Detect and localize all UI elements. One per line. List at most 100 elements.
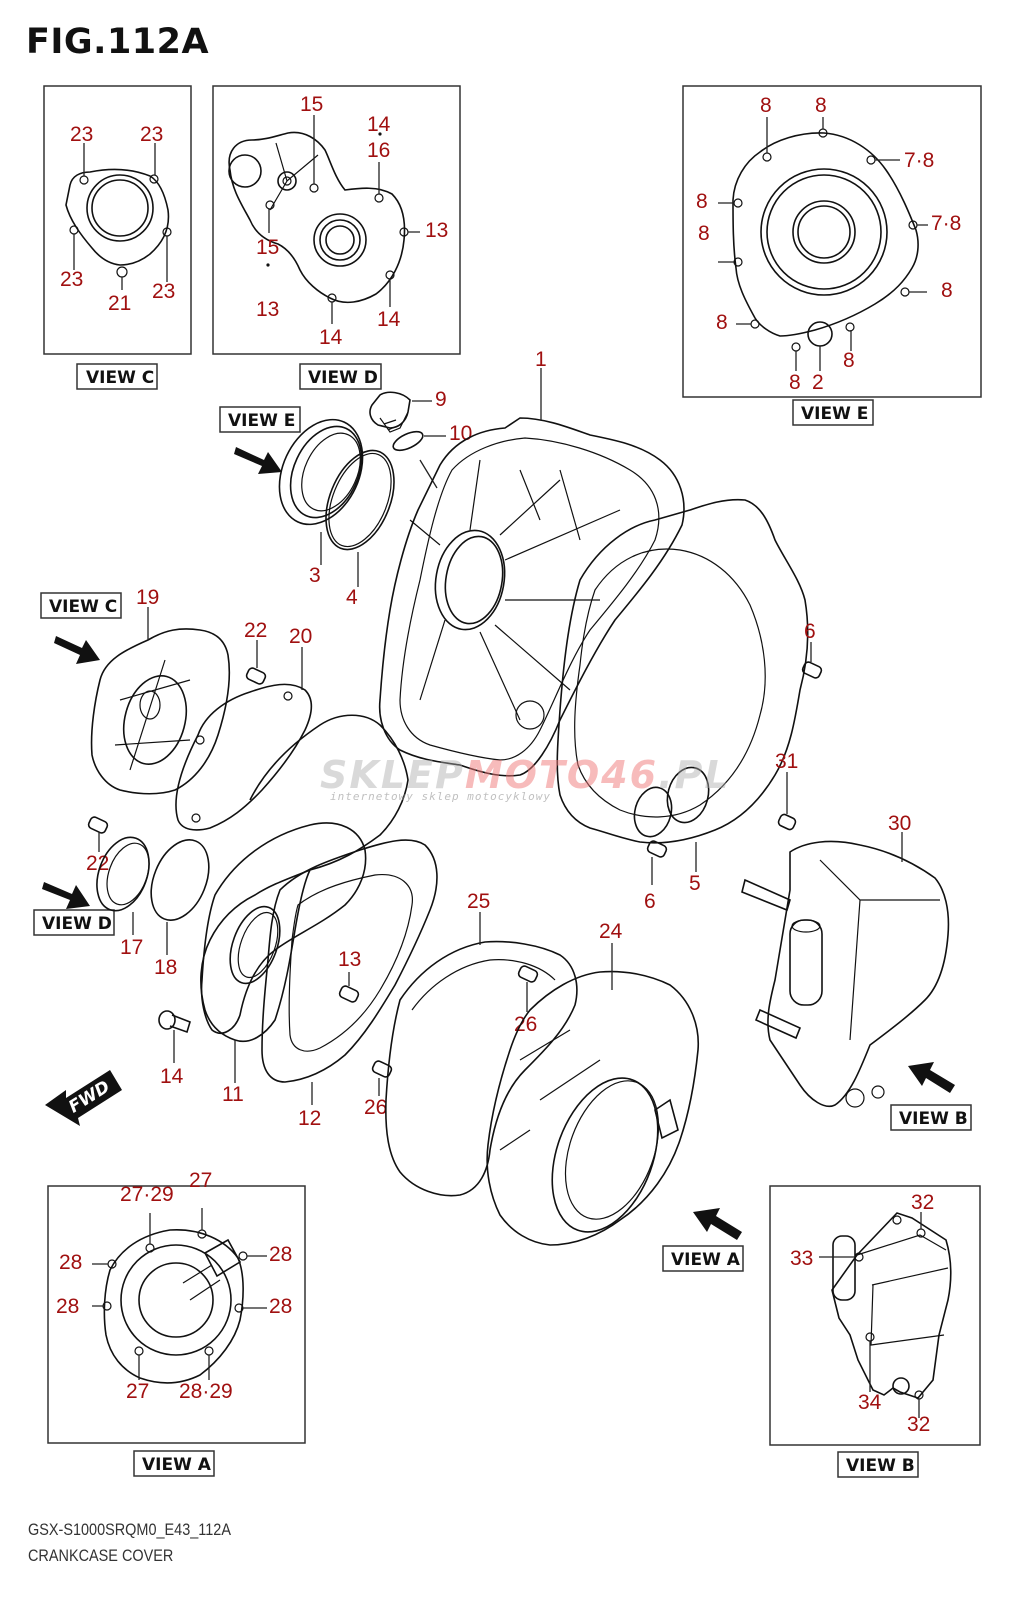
callout-14: 14 (377, 308, 401, 331)
callout-8: 8 (760, 94, 772, 117)
view-c-tag: VIEW C (49, 597, 117, 617)
inset-frame (47, 1185, 306, 1444)
view-c-label: VIEW C (86, 368, 154, 388)
view-a-cover-drawing (102, 1229, 248, 1384)
fwd-indicator: FWD (45, 1070, 122, 1126)
view-e-label: VIEW E (801, 404, 868, 424)
callout-27-29: 27·29 (120, 1183, 174, 1206)
view-c-tag-box (40, 592, 122, 619)
part-14-bolt: 14 (158, 1010, 191, 1088)
callout-28: 28 (59, 1251, 82, 1274)
callout-9: 9 (435, 388, 447, 411)
view-b-cover-drawing (831, 1212, 952, 1400)
fwd-label: FWD (65, 1077, 113, 1118)
callout-8: 8 (941, 279, 953, 302)
callout-17: 17 (120, 936, 143, 959)
callout-21: 21 (108, 292, 131, 315)
watermark-brand-gray: SKLEP (320, 753, 465, 797)
fwd-arrow-icon (45, 1070, 122, 1126)
arrow-icon (234, 447, 282, 474)
part-12-gasket: 12 (261, 839, 438, 1130)
view-b-callouts: 32 33 34 32 (790, 1191, 934, 1436)
inset-view-b: 32 33 34 32 VIEW B (769, 1185, 981, 1478)
part-24-generator-cover: 24 VIEW A (486, 920, 744, 1272)
callout-23: 23 (152, 280, 175, 303)
callout-27: 27 (126, 1380, 149, 1403)
callout-26: 26 (514, 1013, 537, 1036)
part-11-cover: 11 (200, 714, 409, 1106)
view-b-tag: VIEW B (899, 1109, 968, 1129)
callout-8: 8 (815, 94, 827, 117)
arrow-icon (54, 636, 100, 664)
callout-8: 8 (716, 311, 728, 334)
callout-8: 8 (696, 190, 708, 213)
part-26-dowel-right: 26 (514, 965, 539, 1036)
inset-frame (212, 85, 461, 355)
inset-frame (769, 1185, 981, 1446)
view-e-tag: VIEW E (228, 411, 295, 431)
watermark-brand-suffix: .PL (658, 753, 731, 797)
callout-5: 5 (689, 872, 701, 895)
view-a-tag: VIEW A (671, 1250, 741, 1270)
view-a-callouts: 27·29 27 28 28 28 28 27 28·29 (56, 1169, 292, 1403)
inset-view-c: 23 23 23 21 23 VIEW C (43, 85, 192, 390)
callout-23: 23 (140, 123, 163, 146)
view-d-label-box (299, 363, 382, 390)
part-25-gasket: 25 (385, 890, 578, 1197)
model-code: GSX-S1000SRQM0_E43_112A (28, 1520, 231, 1539)
arrow-icon (908, 1062, 955, 1093)
callout-28-29: 28·29 (179, 1380, 233, 1403)
inset-view-e: 8 8 7·8 8 7·8 8 8 8 8 8 2 VIEW E (682, 85, 982, 426)
view-d-tag: VIEW D (42, 914, 112, 934)
view-d-tag-box (33, 909, 115, 936)
callout-4: 4 (346, 586, 358, 609)
callout-7-8: 7·8 (931, 212, 961, 235)
part-19-water-pump-cover: 19 (90, 586, 231, 795)
part-20-gasket: 20 (175, 625, 312, 831)
part-9-filler-cap: 9 (369, 388, 447, 433)
section-name: CRANKCASE COVER (28, 1546, 174, 1565)
callout-20: 20 (289, 625, 312, 648)
callout-23: 23 (60, 268, 83, 291)
callout-28: 28 (269, 1243, 292, 1266)
view-e-pointer: VIEW E (219, 406, 301, 474)
callout-8: 8 (789, 371, 801, 394)
watermark-logo: SKLEPMOTO46.PL (320, 753, 731, 797)
callout-13: 13 (338, 948, 361, 971)
part-4-o-ring: 4 (325, 449, 395, 609)
view-a-label: VIEW A (142, 1455, 212, 1475)
watermark-tagline: internetowy sklep motocyklowy (330, 790, 552, 803)
callout-1: 1 (535, 348, 547, 371)
separator-dot (378, 132, 382, 136)
view-b-label: VIEW B (846, 1456, 915, 1476)
callout-22: 22 (244, 619, 267, 642)
callout-25: 25 (467, 890, 490, 913)
view-c-label-box (76, 363, 158, 390)
callout-6: 6 (804, 620, 816, 643)
callout-15: 15 (300, 93, 323, 116)
view-e-callouts: 8 8 7·8 8 7·8 8 8 8 8 8 2 (696, 94, 961, 394)
arrow-icon (42, 882, 90, 909)
inset-view-a: 27·29 27 28 28 28 28 27 28·29 VIEW A (47, 1169, 306, 1477)
part-26-dowel-left: 26 (364, 1060, 393, 1119)
view-b-tag-box (890, 1104, 972, 1131)
view-e-cover-drawing (732, 128, 919, 352)
part-18-o-ring: 18 (150, 839, 210, 979)
figure-title: FIG.112A (26, 22, 210, 62)
part-10-o-ring: 10 (392, 422, 472, 489)
view-c-cover-drawing (65, 168, 172, 278)
callout-32: 32 (911, 1191, 934, 1214)
part-6-dowel-lower: 6 (644, 840, 668, 913)
callout-8: 8 (843, 349, 855, 372)
callout-23: 23 (70, 123, 93, 146)
callout-10: 10 (449, 422, 472, 445)
callout-14: 14 (160, 1065, 184, 1088)
callout-34: 34 (858, 1391, 882, 1414)
callout-18: 18 (154, 956, 177, 979)
callout-13: 13 (425, 219, 448, 242)
view-c-pointer: VIEW C (40, 592, 122, 664)
callout-28: 28 (56, 1295, 79, 1318)
